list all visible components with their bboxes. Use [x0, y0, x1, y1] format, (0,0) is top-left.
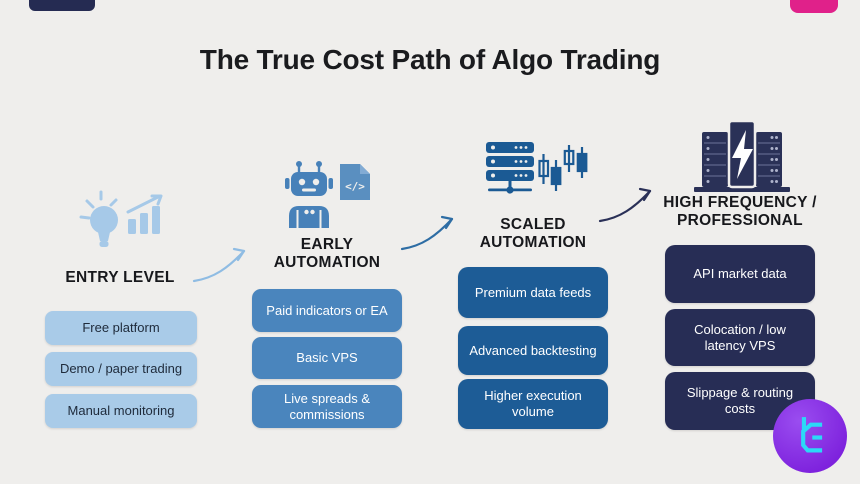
cost-item-card: Higher execution volume — [458, 379, 608, 429]
cost-item-card: Demo / paper trading — [45, 352, 197, 386]
cost-item-card: Free platform — [45, 311, 197, 345]
server-stack-icon — [486, 142, 534, 200]
top-right-accent — [790, 0, 838, 13]
robot-icon — [283, 160, 335, 228]
flow-arrow-2 — [400, 215, 454, 251]
flow-arrow-3 — [598, 187, 652, 223]
cost-item-card: Paid indicators or EA — [252, 289, 402, 332]
growth-chart-icon — [126, 194, 166, 236]
cost-item-card: Advanced backtesting — [458, 326, 608, 375]
cost-item-card: Premium data feeds — [458, 267, 608, 318]
candlestick-chart-icon — [536, 144, 588, 192]
stage-label-scaled-automation: SCALED AUTOMATION — [479, 216, 587, 251]
top-left-accent — [29, 0, 95, 11]
cost-item-card: Live spreads & commissions — [252, 385, 402, 428]
page-title: The True Cost Path of Algo Trading — [199, 44, 661, 75]
flow-arrow-1 — [192, 247, 246, 283]
svg-text:</>: </> — [345, 180, 365, 193]
cost-item-card: Manual monitoring — [45, 394, 197, 428]
stage-label-high-frequency: HIGH FREQUENCY / PROFESSIONAL — [663, 194, 817, 229]
cost-item-card: Basic VPS — [252, 337, 402, 379]
cost-item-card: API market data — [665, 245, 815, 303]
code-file-icon: </> — [338, 162, 372, 202]
lightbulb-icon — [78, 190, 126, 252]
cost-item-card: Colocation / low latency VPS — [665, 309, 815, 366]
stage-label-entry-level: ENTRY LEVEL — [65, 269, 175, 286]
stage-label-early-automation: EARLY AUTOMATION — [273, 236, 381, 271]
brand-logo — [773, 399, 847, 473]
server-rack-lightning-icon — [692, 116, 792, 194]
brand-logo-glyph — [801, 417, 823, 453]
